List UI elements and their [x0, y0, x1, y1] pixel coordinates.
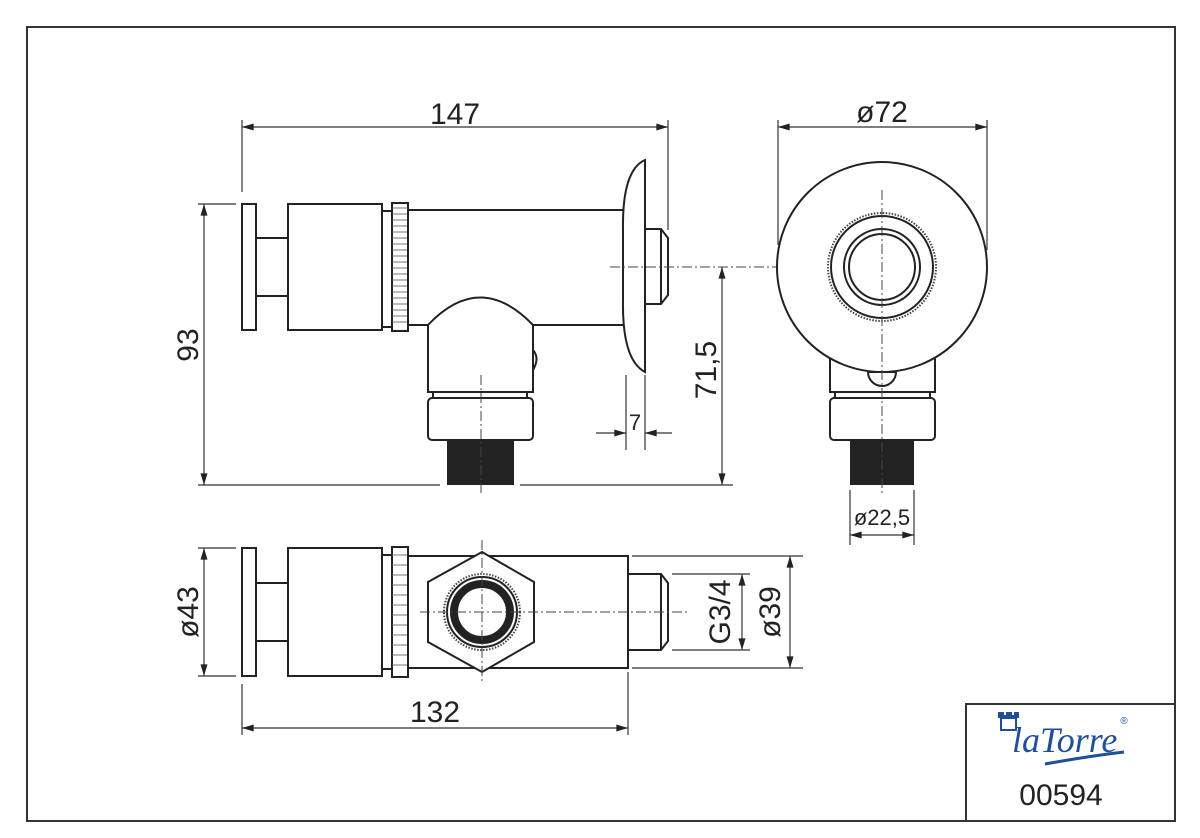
dim-thread-label: G3/4 [704, 579, 737, 644]
side-view [776, 161, 988, 495]
brand-logo: laTorre [1012, 720, 1117, 760]
top-view [241, 540, 690, 684]
dim-diameter-43-label: ø43 [172, 586, 205, 638]
dimension-diameter-72: ø72 [777, 96, 988, 250]
dimension-93: 93 [172, 203, 733, 486]
dimension-132: 132 [241, 672, 629, 735]
castle-icon [998, 712, 1019, 731]
dim-93-label: 93 [172, 328, 205, 361]
dimension-diameter-39: ø39 [632, 555, 803, 669]
dimension-diameter-22-5: ø22,5 [849, 490, 915, 545]
dim-71-5-label: 71,5 [690, 341, 723, 399]
front-view [241, 158, 965, 495]
dim-147-label: 147 [430, 98, 480, 131]
dimension-71-5: 71,5 [690, 266, 726, 486]
dim-7-label: 7 [629, 410, 641, 435]
dim-diameter-22-5-label: ø22,5 [854, 505, 910, 530]
dimension-7: 7 [596, 375, 672, 450]
dimension-diameter-43: ø43 [172, 547, 236, 677]
dimension-g3-4: G3/4 [672, 573, 750, 651]
dimension-147: 147 [241, 98, 669, 230]
dim-132-label: 132 [410, 696, 460, 729]
drawing-frame [26, 26, 1176, 822]
logo-swash [1044, 750, 1125, 766]
registered-mark: ® [1120, 716, 1128, 727]
part-number: 00594 [1019, 779, 1102, 812]
dim-diameter-72-label: ø72 [856, 96, 908, 129]
title-block: laTorre ® 00594 [965, 703, 1176, 822]
dim-diameter-39-label: ø39 [754, 586, 787, 638]
